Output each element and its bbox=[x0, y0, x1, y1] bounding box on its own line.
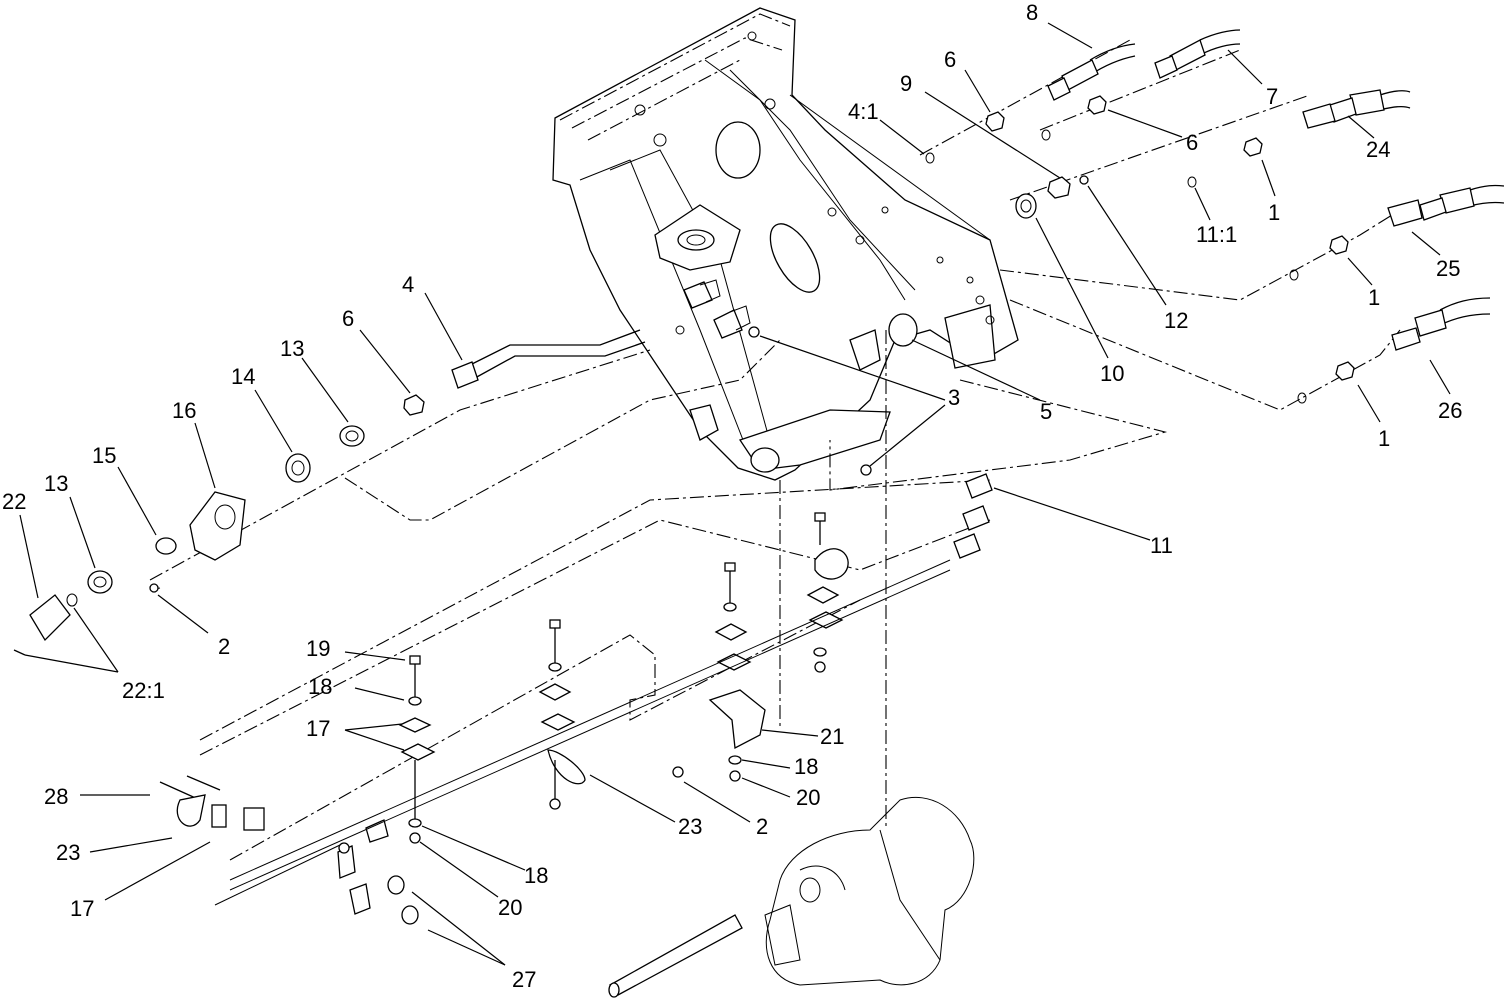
main-frame bbox=[552, 7, 1019, 481]
callout-22: 22 bbox=[2, 489, 26, 514]
callout-11-1: 11:1 bbox=[1196, 222, 1237, 247]
callout-1: 1 bbox=[1378, 426, 1390, 451]
callout-16: 16 bbox=[172, 398, 196, 423]
callout-8: 8 bbox=[1026, 0, 1038, 25]
callout-6: 6 bbox=[944, 47, 956, 72]
nut-6b bbox=[1087, 95, 1107, 115]
callout-22-1: 22:1 bbox=[122, 678, 165, 703]
callout-4-1: 4:1 bbox=[848, 99, 879, 124]
callout-26: 26 bbox=[1438, 398, 1462, 423]
callout-6: 6 bbox=[1186, 130, 1198, 155]
callout-18: 18 bbox=[524, 863, 548, 888]
nut-9 bbox=[1047, 176, 1071, 199]
nut-6c bbox=[403, 394, 425, 416]
callout-19: 19 bbox=[306, 636, 330, 661]
callout-25: 25 bbox=[1436, 256, 1460, 281]
nut-1c bbox=[1335, 361, 1355, 381]
nut-6a bbox=[985, 111, 1005, 132]
callout-5: 5 bbox=[1040, 399, 1052, 424]
callout-17: 17 bbox=[306, 716, 330, 741]
transmission-ghost bbox=[608, 796, 975, 998]
callout-13: 13 bbox=[44, 471, 68, 496]
callout-13: 13 bbox=[280, 336, 304, 361]
callout-11: 11 bbox=[1150, 533, 1173, 558]
tube-and-left-assembly bbox=[13, 329, 646, 656]
assembly-centerlines bbox=[149, 39, 1401, 861]
callout-3: 3 bbox=[948, 385, 960, 410]
callout-labels: 8 6 9 4:1 7 6 24 1 11:1 25 1 12 10 26 1 … bbox=[2, 0, 1462, 992]
hoses-right bbox=[925, 29, 1504, 404]
lower-rails bbox=[214, 559, 951, 906]
nut-1a bbox=[1243, 137, 1263, 157]
callout-10: 10 bbox=[1100, 361, 1124, 386]
callout-14: 14 bbox=[231, 364, 255, 389]
leader-lines bbox=[19, 22, 1451, 966]
callout-2: 2 bbox=[756, 814, 768, 839]
callout-4: 4 bbox=[402, 272, 414, 297]
callout-24: 24 bbox=[1366, 137, 1390, 162]
callout-28: 28 bbox=[44, 784, 68, 809]
callout-15: 15 bbox=[92, 443, 116, 468]
callout-12: 12 bbox=[1164, 308, 1188, 333]
callout-21: 21 bbox=[820, 724, 844, 749]
callout-7: 7 bbox=[1266, 84, 1278, 109]
nut-1b bbox=[1329, 235, 1349, 255]
callout-18: 18 bbox=[308, 674, 332, 699]
center-fittings bbox=[683, 279, 993, 559]
callout-20: 20 bbox=[498, 895, 522, 920]
callout-1: 1 bbox=[1268, 200, 1280, 225]
callout-23: 23 bbox=[56, 840, 80, 865]
callout-2: 2 bbox=[218, 634, 230, 659]
callout-23: 23 bbox=[678, 814, 702, 839]
callout-1: 1 bbox=[1368, 285, 1380, 310]
callout-9: 9 bbox=[900, 71, 912, 96]
callout-18: 18 bbox=[794, 754, 818, 779]
callout-20: 20 bbox=[796, 785, 820, 810]
callout-6: 6 bbox=[342, 306, 354, 331]
callout-27: 27 bbox=[512, 967, 536, 992]
callout-17: 17 bbox=[70, 896, 94, 921]
mounting-hardware bbox=[159, 512, 849, 925]
